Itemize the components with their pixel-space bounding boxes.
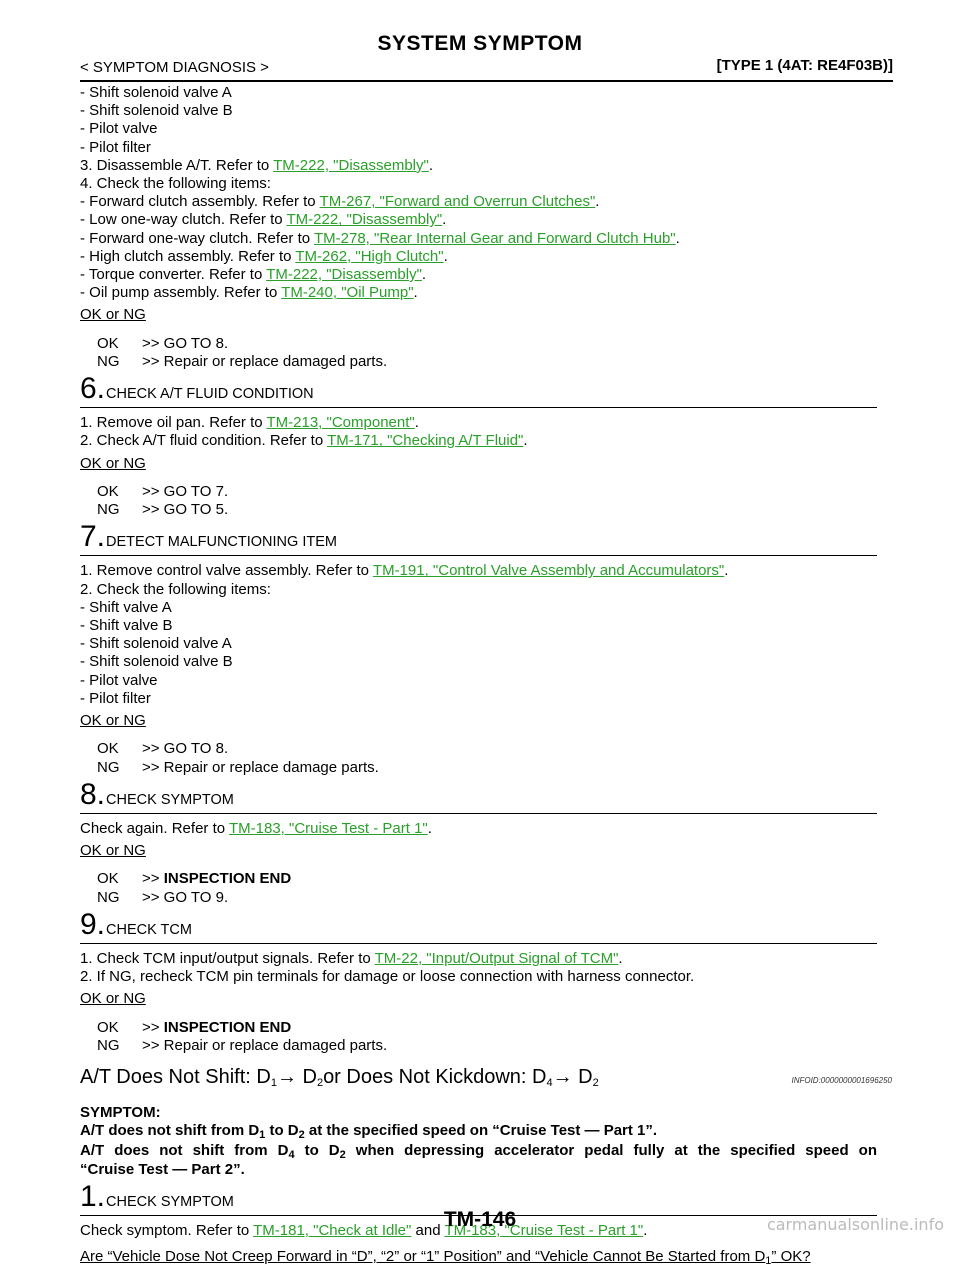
- list-item: - Shift valve A: [80, 598, 172, 616]
- instruction-line: 2. Check A/T fluid condition. Refer to T…: [80, 432, 528, 450]
- instruction-line: Check symptom. Refer to TM-181, "Check a…: [80, 1222, 648, 1240]
- ref-link[interactable]: TM-183, "Cruise Test - Part 1": [444, 1222, 644, 1240]
- list-item: - Forward one-way clutch. Refer to TM-27…: [80, 229, 680, 247]
- list-item: - Pilot filter: [80, 138, 151, 156]
- instruction-line: 2. Check the following items:: [80, 580, 271, 598]
- list-item: - Shift solenoid valve A: [80, 635, 232, 653]
- symptom-label: SYMPTOM:: [80, 1104, 161, 1122]
- ref-link[interactable]: TM-213, "Component": [266, 414, 415, 432]
- info-id: INFOID:0000000001696250: [791, 1075, 892, 1085]
- list-item: - Shift solenoid valve B: [80, 653, 233, 671]
- list-item: - Low one-way clutch. Refer to TM-222, "…: [80, 211, 447, 229]
- result-ng: NG>> Repair or replace damage parts.: [97, 758, 379, 776]
- list-item: - Shift solenoid valve A: [80, 84, 232, 101]
- list-item: - Pilot filter: [80, 689, 151, 707]
- instruction-line: 3. Disassemble A/T. Refer to TM-222, "Di…: [80, 156, 433, 174]
- result-ok: OK>> GO TO 7.: [97, 482, 229, 500]
- section-heading: A/T Does Not Shift: D1→ D2or Does Not Ki…: [80, 1065, 892, 1090]
- result-ng: NG>> Repair or replace damaged parts.: [97, 1036, 388, 1054]
- manual-page: SYSTEM SYMPTOM < SYMPTOM DIAGNOSIS > [TY…: [80, 32, 944, 1267]
- step-heading: 8.CHECK SYMPTOM: [80, 779, 877, 814]
- result-ok: OK>> GO TO 8.: [97, 740, 229, 758]
- instruction-line: 1. Check TCM input/output signals. Refer…: [80, 949, 623, 967]
- section-label: < SYMPTOM DIAGNOSIS >: [80, 59, 269, 76]
- instruction-line: 1. Remove control valve assembly. Refer …: [80, 562, 729, 580]
- ref-link[interactable]: TM-222, "Disassembly": [286, 211, 443, 229]
- symptom-line: A/T does not shift from D4 to D2 when de…: [80, 1141, 877, 1161]
- symptom-line: “Cruise Test — Part 2”.: [80, 1160, 245, 1178]
- list-item: - Forward clutch assembly. Refer to TM-2…: [80, 193, 600, 211]
- step-heading: 6.CHECK A/T FLUID CONDITION: [80, 374, 877, 409]
- ok-or-ng-label: OK or NG: [80, 712, 146, 730]
- question-line: Are “Vehicle Dose Not Creep Forward in “…: [80, 1248, 811, 1268]
- list-item: - Torque converter. Refer to TM-222, "Di…: [80, 266, 427, 284]
- result-ok: OK>> INSPECTION END: [97, 1018, 292, 1036]
- section-title: A/T Does Not Shift: D1→ D2or Does Not Ki…: [80, 1065, 599, 1089]
- list-item: - Pilot valve: [80, 120, 158, 138]
- ok-or-ng-label: OK or NG: [80, 454, 146, 472]
- ref-link[interactable]: TM-240, "Oil Pump": [281, 284, 414, 302]
- ref-link[interactable]: TM-278, "Rear Internal Gear and Forward …: [313, 229, 676, 247]
- list-item: - High clutch assembly. Refer to TM-262,…: [80, 247, 448, 265]
- ref-link[interactable]: TM-191, "Control Valve Assembly and Accu…: [372, 562, 725, 580]
- symptom-line: A/T does not shift from D1 to D2 at the …: [80, 1122, 658, 1142]
- ok-or-ng-label: OK or NG: [80, 842, 146, 860]
- instruction-line: 1. Remove oil pan. Refer to TM-213, "Com…: [80, 414, 419, 432]
- page-body: - Shift solenoid valve A - Shift solenoi…: [80, 84, 892, 1268]
- instruction-line: 4. Check the following items:: [80, 175, 271, 193]
- page-number: TM-146: [443, 1208, 517, 1231]
- ref-link[interactable]: TM-22, "Input/Output Signal of TCM": [374, 949, 619, 967]
- result-ng: NG>> Repair or replace damaged parts.: [97, 352, 388, 370]
- type-label: [TYPE 1 (4AT: RE4F03B)]: [716, 57, 893, 74]
- ok-or-ng-label: OK or NG: [80, 306, 146, 324]
- step-heading: 1.CHECK SYMPTOM: [80, 1181, 877, 1217]
- result-ng: NG>> GO TO 9.: [97, 888, 229, 906]
- ok-or-ng-label: OK or NG: [80, 990, 146, 1008]
- list-item: - Shift solenoid valve B: [80, 102, 233, 120]
- list-item: - Pilot valve: [80, 671, 158, 689]
- page-title: SYSTEM SYMPTOM: [377, 32, 583, 55]
- ref-link[interactable]: TM-183, "Cruise Test - Part 1": [228, 819, 428, 837]
- result-ok: OK>> GO TO 8.: [97, 334, 229, 352]
- result-ng: NG>> GO TO 5.: [97, 501, 229, 519]
- ref-link[interactable]: TM-171, "Checking A/T Fluid": [327, 432, 524, 450]
- ref-link[interactable]: TM-222, "Disassembly": [266, 266, 422, 284]
- instruction-line: 2. If NG, recheck TCM pin terminals for …: [80, 968, 695, 986]
- list-item: - Oil pump assembly. Refer to TM-240, "O…: [80, 284, 418, 302]
- list-item: - Shift valve B: [80, 617, 173, 635]
- step-heading: 7.DETECT MALFUNCTIONING ITEM: [80, 522, 877, 557]
- ref-link[interactable]: TM-267, "Forward and Overrun Clutches": [319, 193, 596, 211]
- result-ok: OK>> INSPECTION END: [97, 870, 292, 888]
- ref-link[interactable]: TM-181, "Check at Idle": [253, 1222, 412, 1240]
- watermark: carmanualsonline.info: [766, 1215, 944, 1234]
- ref-link[interactable]: TM-222, "Disassembly": [273, 156, 429, 174]
- instruction-line: Check again. Refer to TM-183, "Cruise Te…: [80, 819, 432, 837]
- step-heading: 9.CHECK TCM: [80, 909, 877, 944]
- ref-link[interactable]: TM-262, "High Clutch": [295, 247, 444, 265]
- header-rule: [80, 80, 893, 82]
